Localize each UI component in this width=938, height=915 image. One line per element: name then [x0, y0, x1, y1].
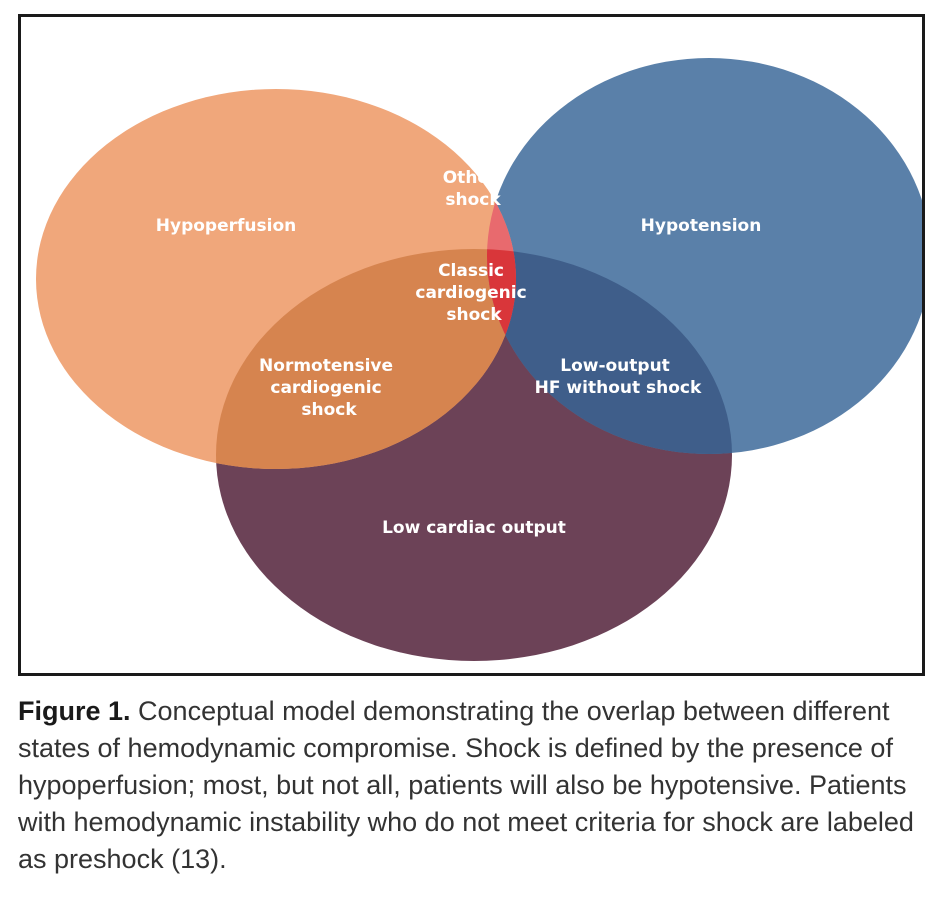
hypotension-label: Hypotension [641, 216, 762, 236]
other-shock-label: Other shock [443, 168, 504, 210]
figure-frame: Hypoperfusion Hypotension Low cardiac ou… [18, 14, 925, 676]
normotensive-cardiogenic-shock-label: Normotensive cardiogenic shock [259, 356, 399, 420]
low-cardiac-output-label: Low cardiac output [382, 518, 566, 538]
classic-cardiogenic-shock-label: Classic cardiogenic shock [415, 261, 532, 325]
figure-caption-label: Figure 1. [18, 696, 131, 726]
venn-diagram: Hypoperfusion Hypotension Low cardiac ou… [36, 58, 922, 661]
low-output-hf-without-shock-label: Low-output HF without shock [535, 356, 702, 398]
figure-caption-text: Conceptual model demonstrating the overl… [18, 696, 914, 874]
low-output-hf-region [487, 249, 732, 454]
hypoperfusion-label: Hypoperfusion [156, 216, 296, 236]
figure-caption: Figure 1. Conceptual model demonstrating… [18, 693, 930, 878]
